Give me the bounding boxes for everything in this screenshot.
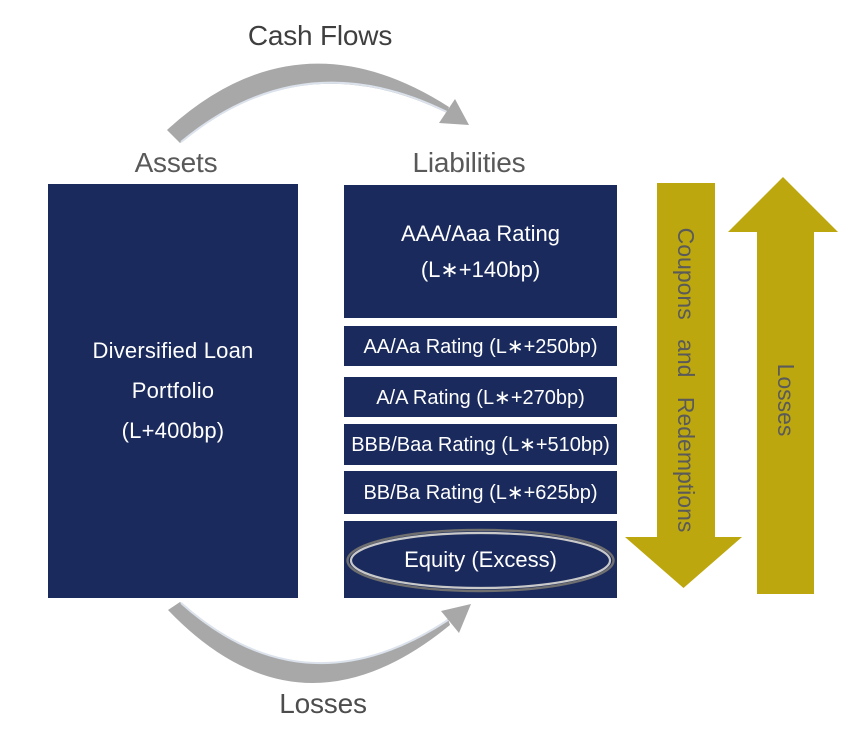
losses-arrowhead-icon	[441, 604, 471, 633]
losses-up-arrow-label: Losses	[773, 363, 799, 437]
tranche-box-bbb: BBB/Baa Rating (L∗+510bp)	[344, 424, 617, 465]
assets-box-line-1: Diversified Loan	[92, 338, 254, 363]
cash-flows-label: Cash Flows	[247, 20, 393, 51]
losses-arrow-highlight	[180, 602, 449, 665]
tranche-aaa-line-1: AAA/Aaa Rating	[401, 220, 560, 246]
equity-label: Equity (Excess)	[404, 546, 557, 572]
tranche-box-aa: AA/Aa Rating (L∗+250bp)	[344, 326, 617, 366]
tranche-bbb-label: BBB/Baa Rating (L∗+510bp)	[351, 434, 610, 456]
assets-box-line-2: Portfolio	[131, 378, 215, 403]
tranche-bb-label: BB/Ba Rating (L∗+625bp)	[363, 482, 598, 504]
cash-flows-arrowhead-icon	[439, 99, 469, 125]
assets-box-line-3: (L+400bp)	[121, 418, 225, 443]
tranche-a-label: A/A Rating (L∗+270bp)	[376, 386, 585, 409]
assets-label: Assets	[134, 147, 218, 178]
assets-box: Diversified Loan Portfolio (L+400bp)	[48, 184, 298, 598]
tranche-box-equity: Equity (Excess)	[344, 521, 617, 598]
assets-box-text: Diversified Loan Portfolio (L+400bp)	[93, 331, 254, 451]
cash-flows-curved-arrow	[167, 63, 449, 143]
cash-flows-arrow-highlight	[180, 81, 448, 143]
bottom-losses-label: Losses	[279, 688, 367, 719]
tranche-aaa-line-2: (L∗+140bp)	[420, 256, 541, 282]
coupons-redemptions-label: Coupons and Redemptions	[673, 227, 699, 533]
liabilities-label: Liabilities	[412, 147, 526, 178]
tranche-box-bb: BB/Ba Rating (L∗+625bp)	[344, 471, 617, 514]
tranche-aa-label: AA/Aa Rating (L∗+250bp)	[363, 335, 598, 358]
tranche-box-aaa: AAA/Aaa Rating (L∗+140bp)	[344, 185, 617, 318]
losses-curved-arrow	[168, 602, 450, 683]
tranche-box-a: A/A Rating (L∗+270bp)	[344, 377, 617, 417]
